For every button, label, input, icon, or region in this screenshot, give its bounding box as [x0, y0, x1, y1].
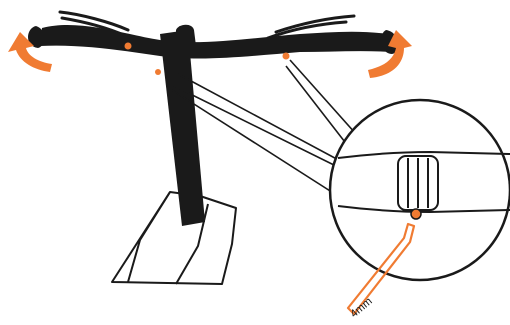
handlebar: [28, 25, 399, 59]
hex-key: [346, 222, 416, 316]
clamp-bolt: [397, 155, 439, 211]
magnifier-callout: [328, 98, 510, 282]
hex-key-size-label: 4mm: [348, 295, 374, 320]
contact-points: [124, 42, 290, 75]
left-rotate-arrow: [8, 32, 52, 72]
left-brake-lever: [58, 10, 130, 38]
bolt-head: [410, 208, 422, 220]
right-rotate-arrow: [368, 30, 412, 78]
headtube: [111, 191, 237, 285]
callout-leader-lines: [165, 59, 357, 197]
zoomed-handlebar: [337, 150, 510, 214]
right-brake-lever: [266, 14, 356, 40]
